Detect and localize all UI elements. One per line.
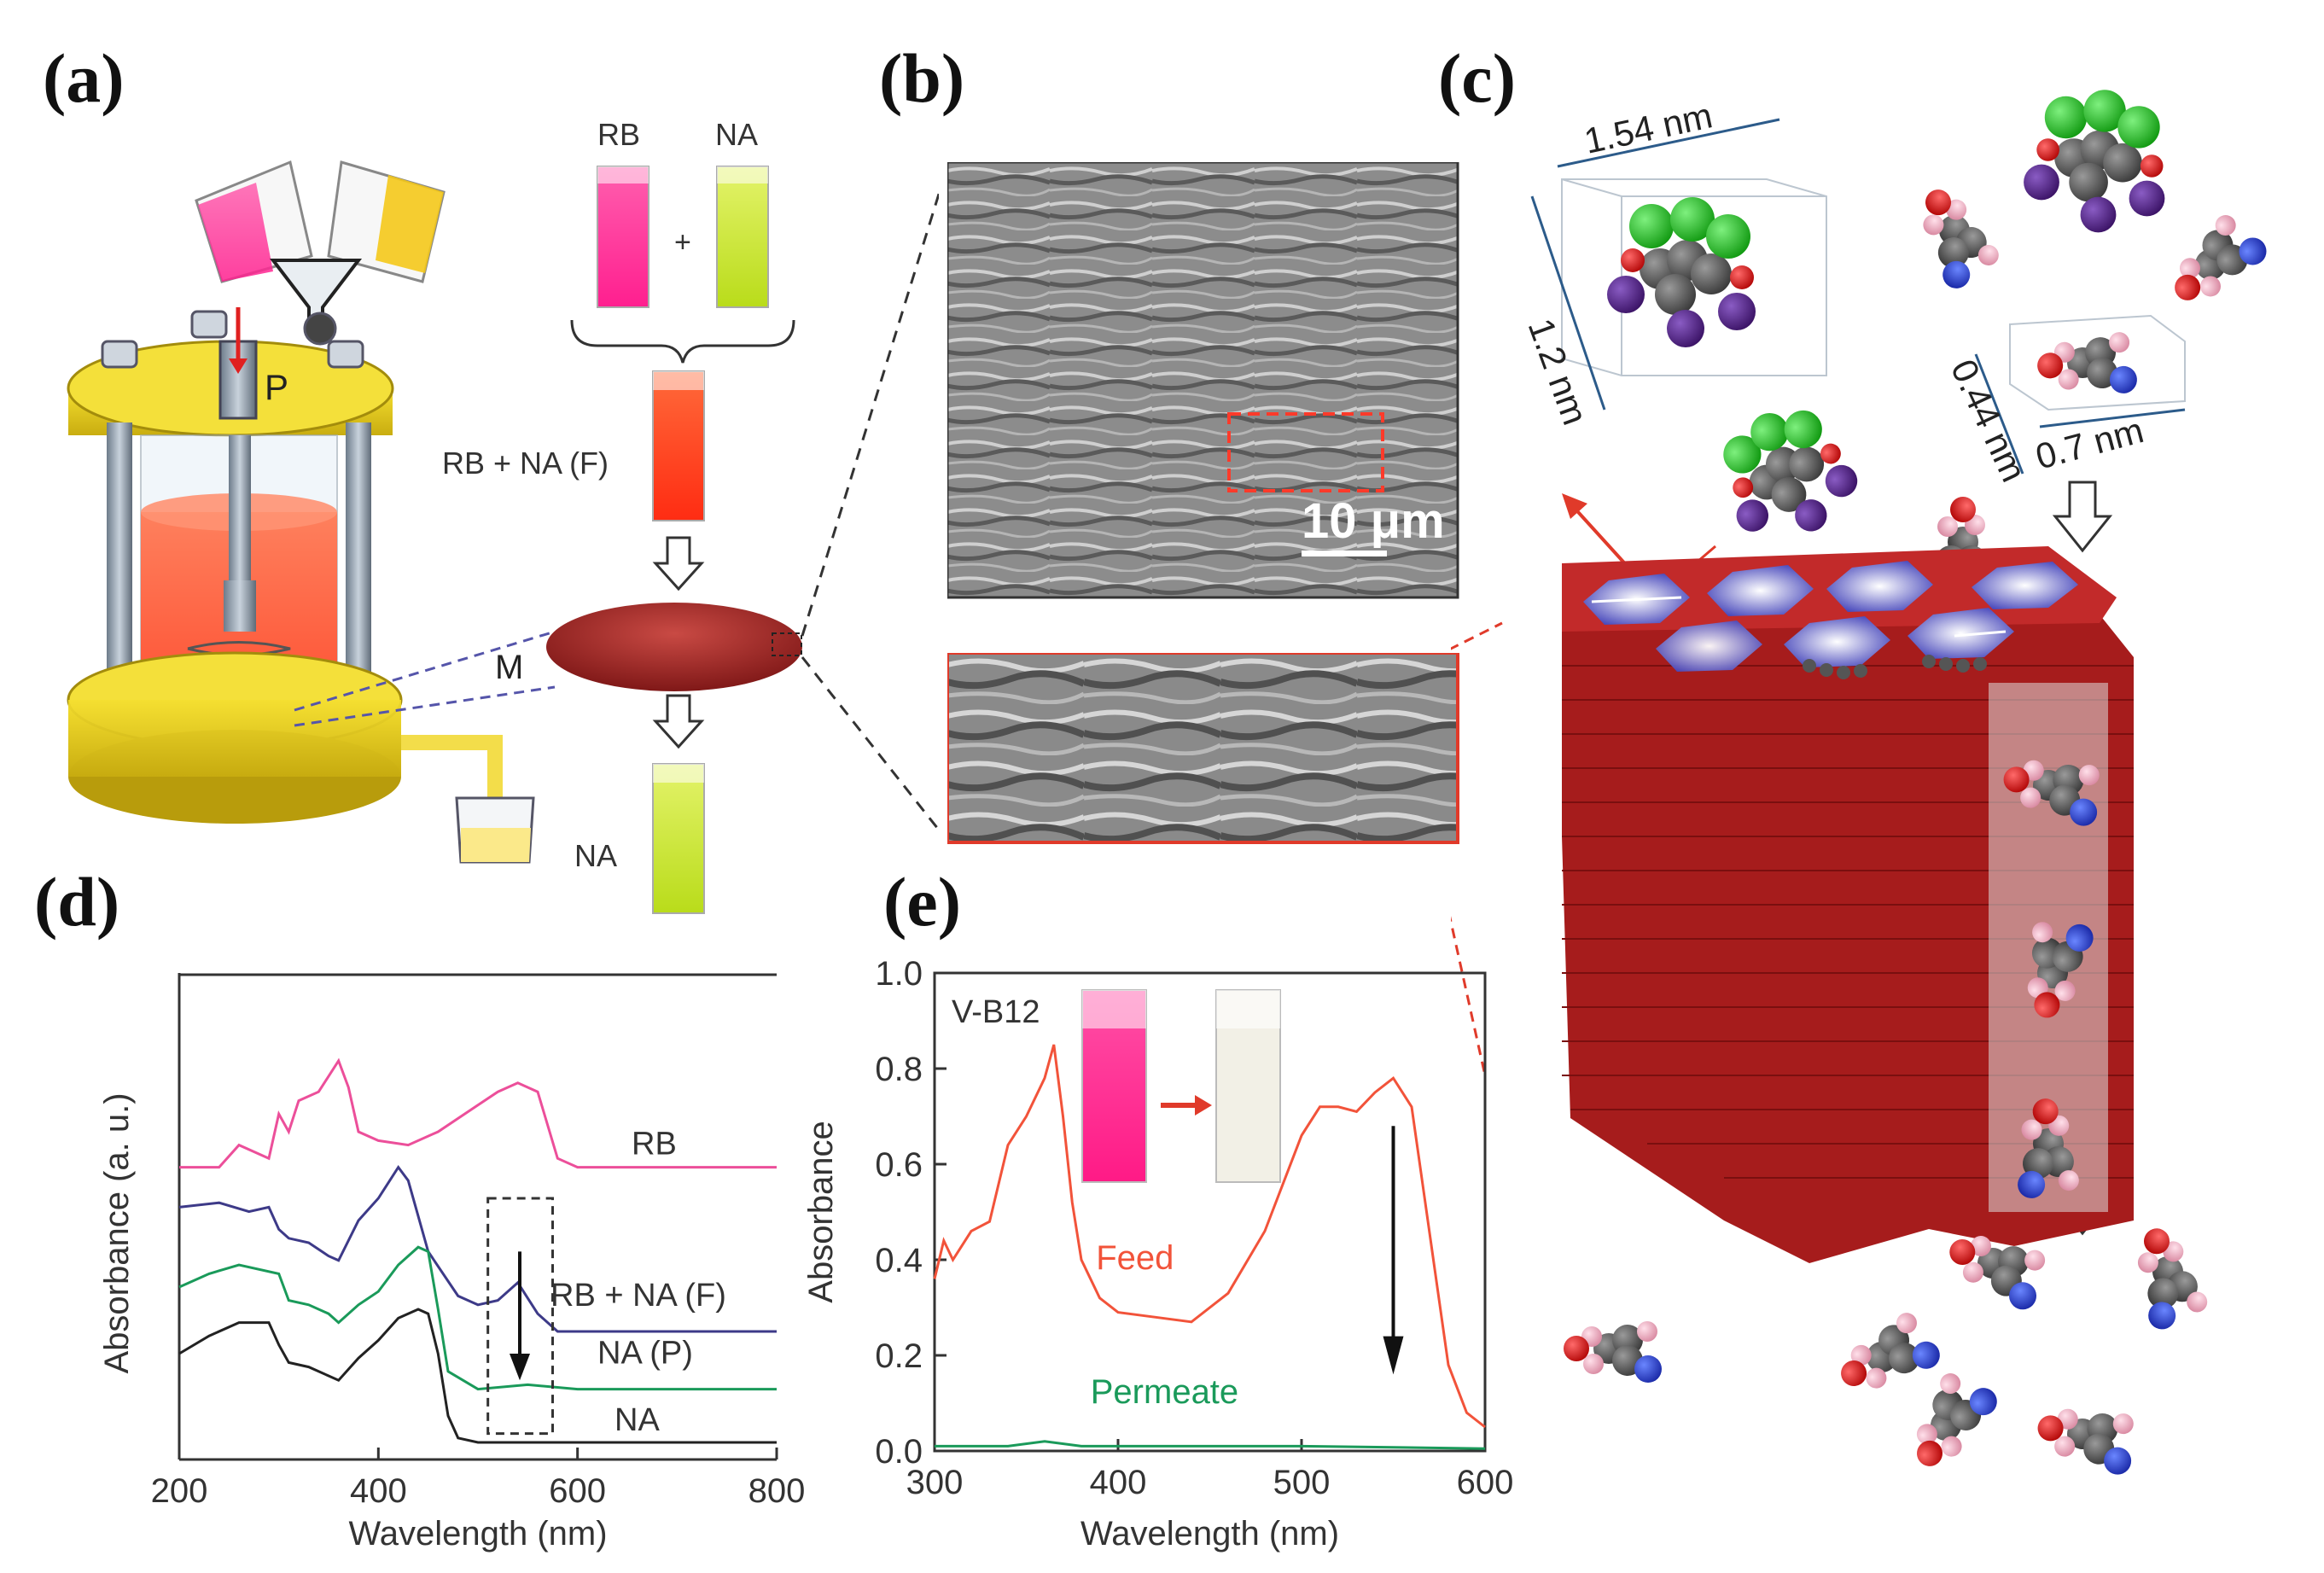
cuvette-label-mix: RB + NA (F) [442, 446, 609, 481]
chart-e-x-tick-label: 600 [1457, 1464, 1514, 1501]
sem-image-zoom [947, 653, 1459, 844]
chart-e-y-tick-label: 0.0 [875, 1433, 923, 1471]
chart-d-series-label: RB + NA (F) [550, 1278, 726, 1314]
cuvette-label-rb: RB [597, 117, 640, 152]
permeate-cuvette [652, 763, 705, 914]
scale-bar-label: 10 μm [1302, 493, 1445, 549]
chart-d-x-tick-label: 600 [549, 1472, 606, 1510]
chart-d-series-label: RB [632, 1127, 677, 1162]
membrane-sieving-illustration: 1.54 nm 1.2 nm 0.44 nm 0.7 nm [1451, 90, 2273, 1482]
chart-d-y-label: Absorbance (a. u.) [98, 1092, 136, 1373]
membrane-label: M [495, 649, 523, 686]
panel-letter-a: (a) [43, 39, 125, 117]
plus-sign: + [674, 226, 691, 259]
feed-permeate-cuvettes-inset [1081, 989, 1281, 1183]
panel-letter-c: (c) [1438, 39, 1517, 117]
chart-e-series-line [935, 1440, 1486, 1450]
chart-e-frame [933, 971, 1487, 1453]
chart-panel-e: 300 400 500 600 0.0 0.2 0.4 0.6 0.8 1.0Wavelength… [802, 955, 1514, 1553]
sem-image-cross-section: 10 μm [947, 162, 1459, 599]
chart-d-series-line [178, 1308, 777, 1444]
chart-e-y-label: Absorbance [802, 1121, 840, 1302]
chart-e-series-line [933, 1044, 1486, 1429]
chart-d-series-line [178, 1164, 777, 1333]
chart-d-highlight-box [486, 1197, 554, 1436]
chart-d-series-line [178, 1245, 777, 1391]
dimension-rb-width: 1.54 nm [1581, 95, 1715, 161]
panel-letter-b: (b) [879, 39, 965, 117]
chart-e-x-tick-label: 400 [1090, 1464, 1147, 1501]
dimension-rb-height: 1.2 nm [1521, 313, 1596, 430]
chart-e-x-label: Wavelength (nm) [1080, 1515, 1339, 1553]
layered-membrane-stack [1562, 546, 2134, 1263]
down-arrow-icon [652, 536, 705, 749]
funnel-icon [269, 259, 363, 322]
filtration-setup-illustration: P M RB NA + RB + NA (F) [67, 117, 939, 914]
chart-e-arrowhead [1383, 1336, 1404, 1375]
chart-d-arrowhead [510, 1354, 530, 1381]
yellow-beaker-icon [327, 160, 446, 283]
chart-d-x-label: Wavelength (nm) [348, 1515, 607, 1553]
chart-d-x-tick-label: 400 [350, 1472, 407, 1510]
chart-e-x-tick-label: 500 [1273, 1464, 1331, 1501]
chart-d-series-label: NA [614, 1402, 660, 1438]
collection-beaker-icon [455, 796, 535, 864]
chart-d-series-line [179, 1057, 777, 1169]
chart-e-y-tick-label: 0.8 [875, 1051, 923, 1088]
cuvette-label-result: NA [574, 838, 617, 873]
chart-e-series-label-permeate: Permeate [1091, 1373, 1238, 1411]
chart-d-x-tick-label: 200 [151, 1472, 208, 1510]
panel-letter-d: (d) [34, 863, 120, 941]
panel-letter-e: (e) [883, 863, 962, 941]
chart-e-y-tick-label: 1.0 [875, 955, 923, 993]
rb-cuvette [597, 166, 649, 308]
chart-d-x-tick-label: 800 [748, 1472, 806, 1510]
chart-e-x-tick-label: 300 [906, 1464, 964, 1501]
chart-e-series-label-feed: Feed [1096, 1239, 1174, 1277]
chart-d-series-label: NA (P) [597, 1336, 693, 1372]
pink-beaker-icon [195, 160, 313, 283]
membrane-disc [546, 603, 802, 691]
dimension-na-height: 0.44 nm [1943, 353, 2035, 487]
pressure-label: P [265, 367, 288, 407]
chart-e-sample-label: V-B12 [952, 994, 1040, 1030]
mixture-cuvette [652, 370, 705, 521]
cuvette-label-na: NA [715, 117, 758, 152]
chart-e-y-tick-label: 0.2 [875, 1337, 923, 1375]
chart-e-y-tick-label: 0.4 [875, 1242, 923, 1279]
chart-e-y-tick-label: 0.6 [875, 1146, 923, 1184]
na-cuvette [716, 166, 769, 308]
